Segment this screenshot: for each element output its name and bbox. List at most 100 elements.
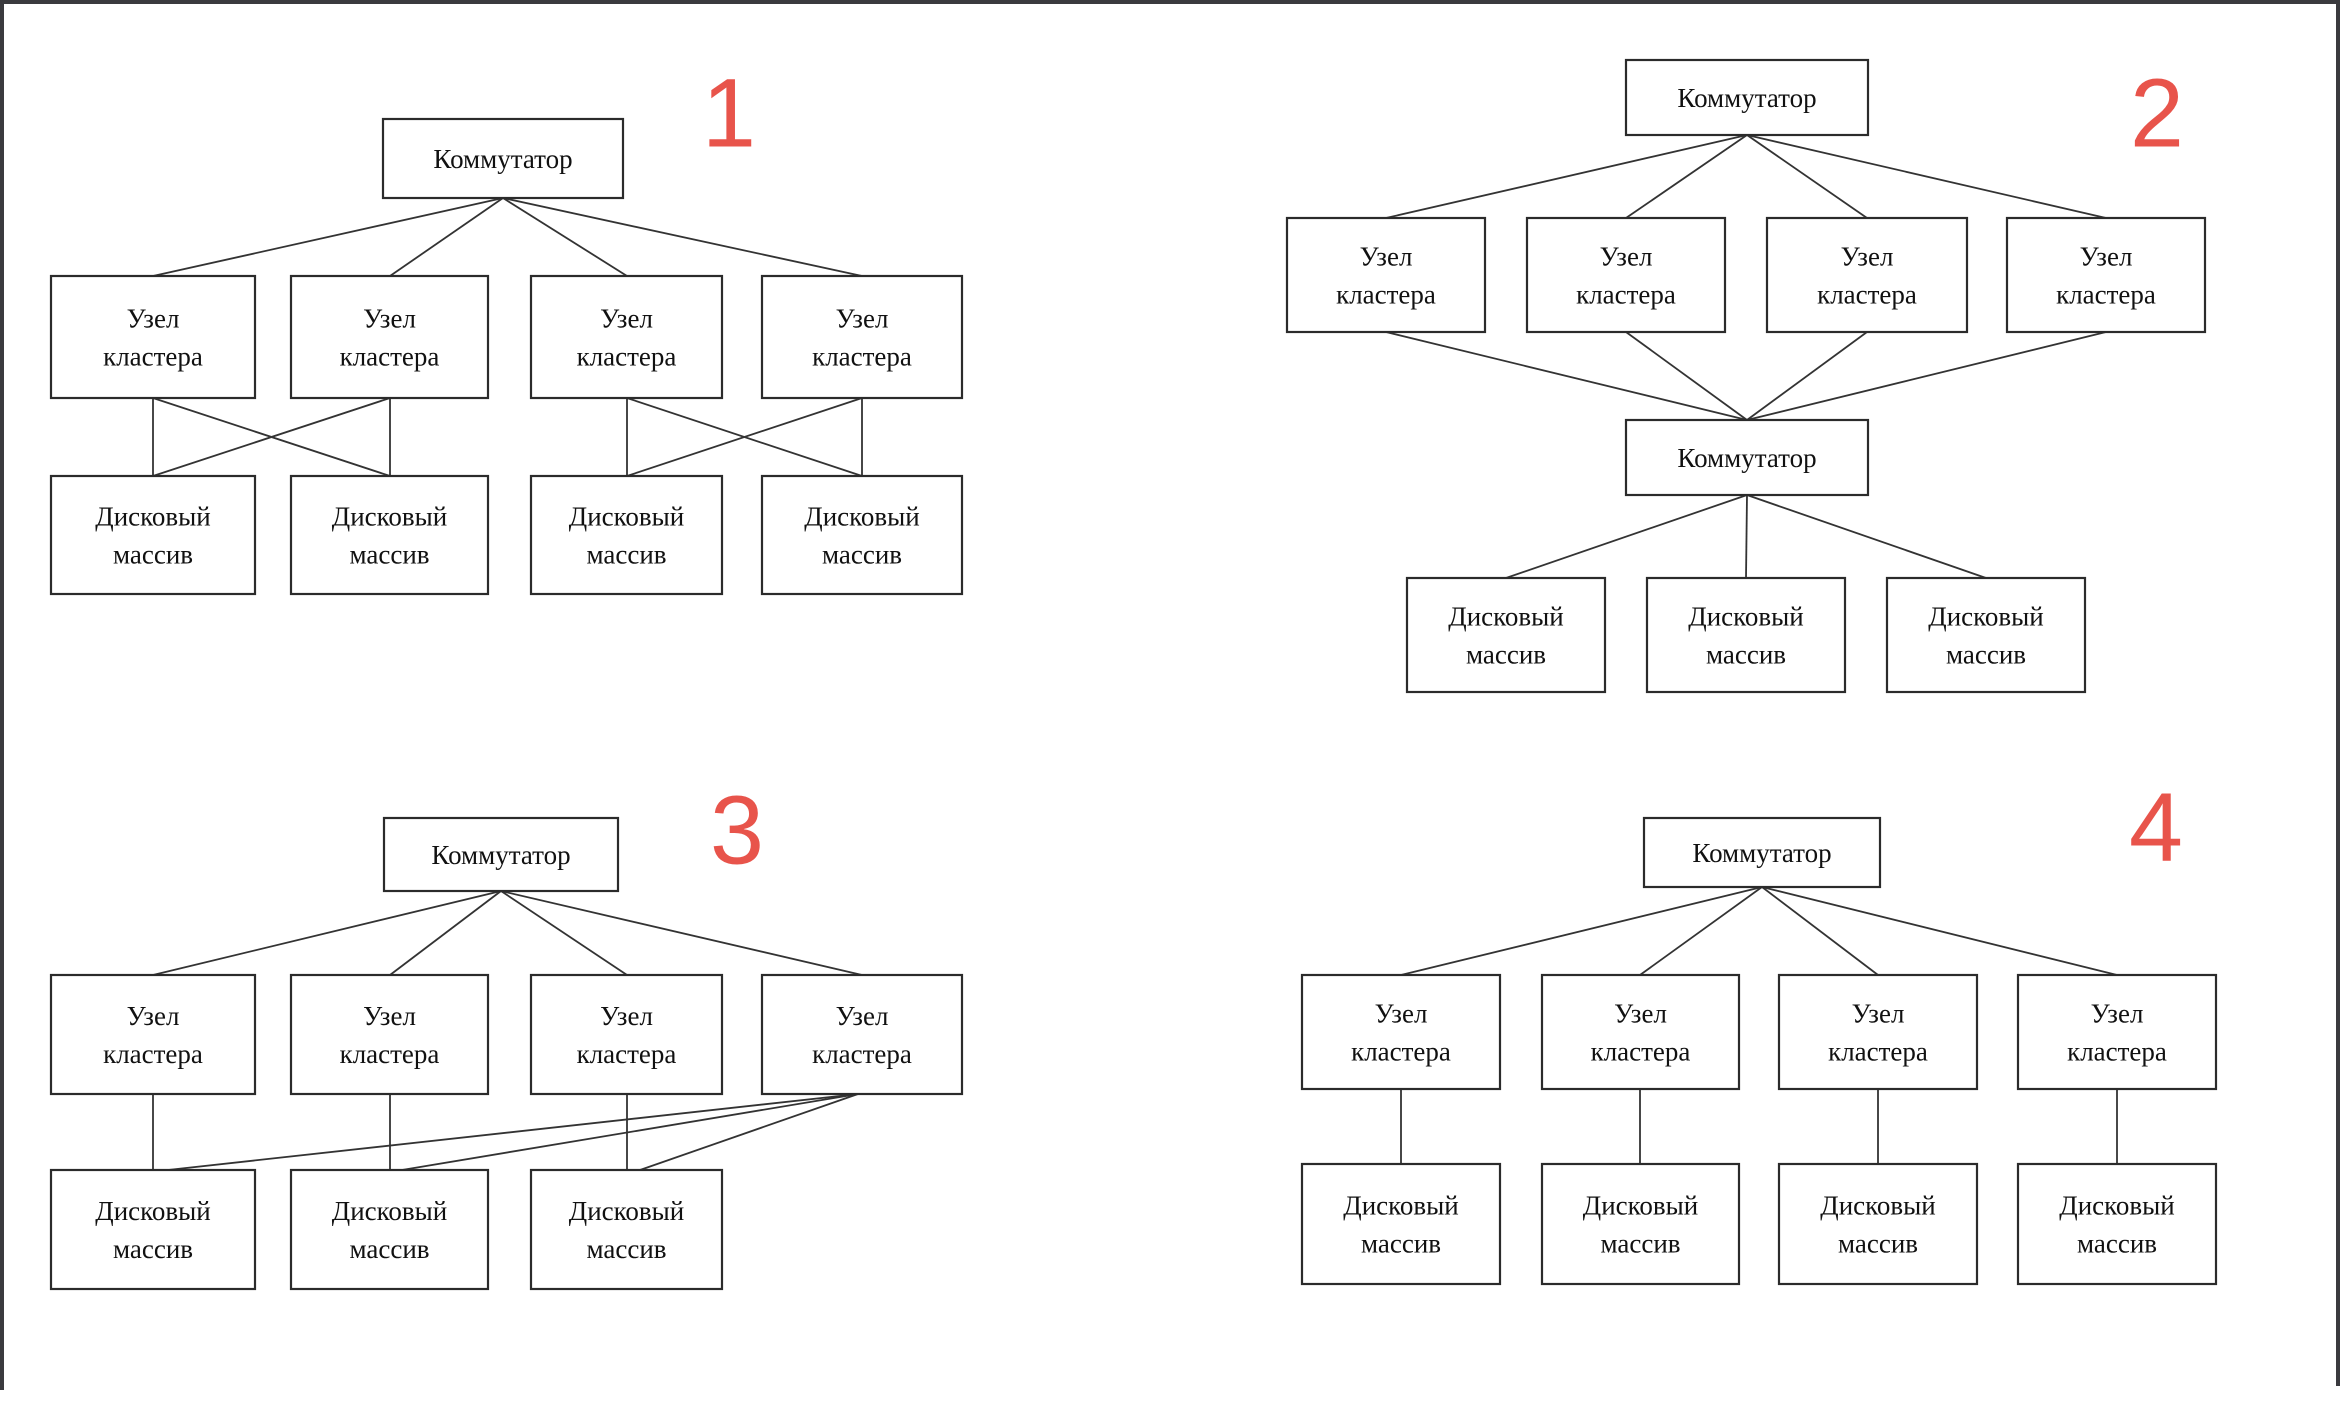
box-label: Коммутатор [1692, 838, 1831, 868]
box-disk-array [1777, 1162, 1979, 1286]
diagram-number-3: 3 [710, 775, 764, 885]
edge-line [1761, 886, 2118, 976]
edge-line [639, 1093, 859, 1171]
box-cluster-node [1540, 973, 1741, 1091]
edge-line [1746, 331, 1868, 421]
window-frame-top-edge [0, 0, 2340, 4]
box-cluster-node [49, 973, 257, 1096]
box-cluster-node [760, 274, 964, 400]
box-label: Коммутатор [1677, 83, 1816, 113]
window-frame-left-edge [0, 0, 4, 1390]
box-cluster-node [529, 973, 724, 1096]
box-switch [1642, 816, 1882, 889]
box-disk-array [49, 1168, 257, 1291]
edge-line [502, 197, 628, 277]
box-switch [1624, 418, 1870, 497]
box-label: Коммутатор [1677, 443, 1816, 473]
box-cluster-node [49, 274, 257, 400]
box-label: Коммутатор [431, 840, 570, 870]
box-cluster-node [760, 973, 964, 1096]
box-cluster-node [1285, 216, 1487, 334]
diagram-number-4: 4 [2129, 772, 2183, 882]
edge-line [1385, 331, 1748, 421]
edge-line [1385, 134, 1748, 219]
box-disk-array [1540, 1162, 1741, 1286]
edge-line [389, 197, 504, 277]
box-cluster-node [1300, 973, 1502, 1091]
edge-line [401, 1093, 859, 1171]
diagram-number-2: 2 [2130, 58, 2184, 168]
box-disk-array [529, 474, 724, 596]
box-switch [382, 816, 620, 893]
edge-line [1761, 886, 1879, 976]
box-cluster-node [529, 274, 724, 400]
box-cluster-node [1525, 216, 1727, 334]
box-switch [1624, 58, 1870, 137]
diagram-number-1: 1 [702, 58, 756, 168]
edge-line [1746, 494, 1987, 579]
box-label: Коммутатор [433, 144, 572, 174]
box-cluster-node [1777, 973, 1979, 1091]
box-disk-array [49, 474, 257, 596]
box-disk-array [760, 474, 964, 596]
edge-line [500, 890, 628, 976]
edge-line [502, 197, 863, 277]
edge-line [1400, 886, 1763, 976]
box-disk-array [1405, 576, 1607, 694]
edge-line [1746, 331, 2107, 421]
box-cluster-node [1765, 216, 1969, 334]
edge-line [389, 890, 502, 976]
edge-line [152, 197, 504, 277]
edge-line [152, 397, 391, 477]
edge-line [1625, 134, 1748, 219]
box-cluster-node [2016, 973, 2218, 1091]
box-disk-array [2016, 1162, 2218, 1286]
edge-line [626, 397, 863, 477]
edge-line [152, 890, 502, 976]
box-switch [381, 117, 625, 200]
edge-line [1745, 494, 1748, 579]
box-disk-array [1645, 576, 1847, 694]
edge-line [500, 890, 863, 976]
window-frame-right-edge [2336, 0, 2340, 1386]
box-disk-array [1885, 576, 2087, 694]
edge-line [1746, 134, 1868, 219]
box-cluster-node [2005, 216, 2207, 334]
edge-line [1625, 331, 1748, 421]
edge-line [1639, 886, 1763, 976]
box-disk-array [1300, 1162, 1502, 1286]
edge-line [167, 1093, 859, 1171]
